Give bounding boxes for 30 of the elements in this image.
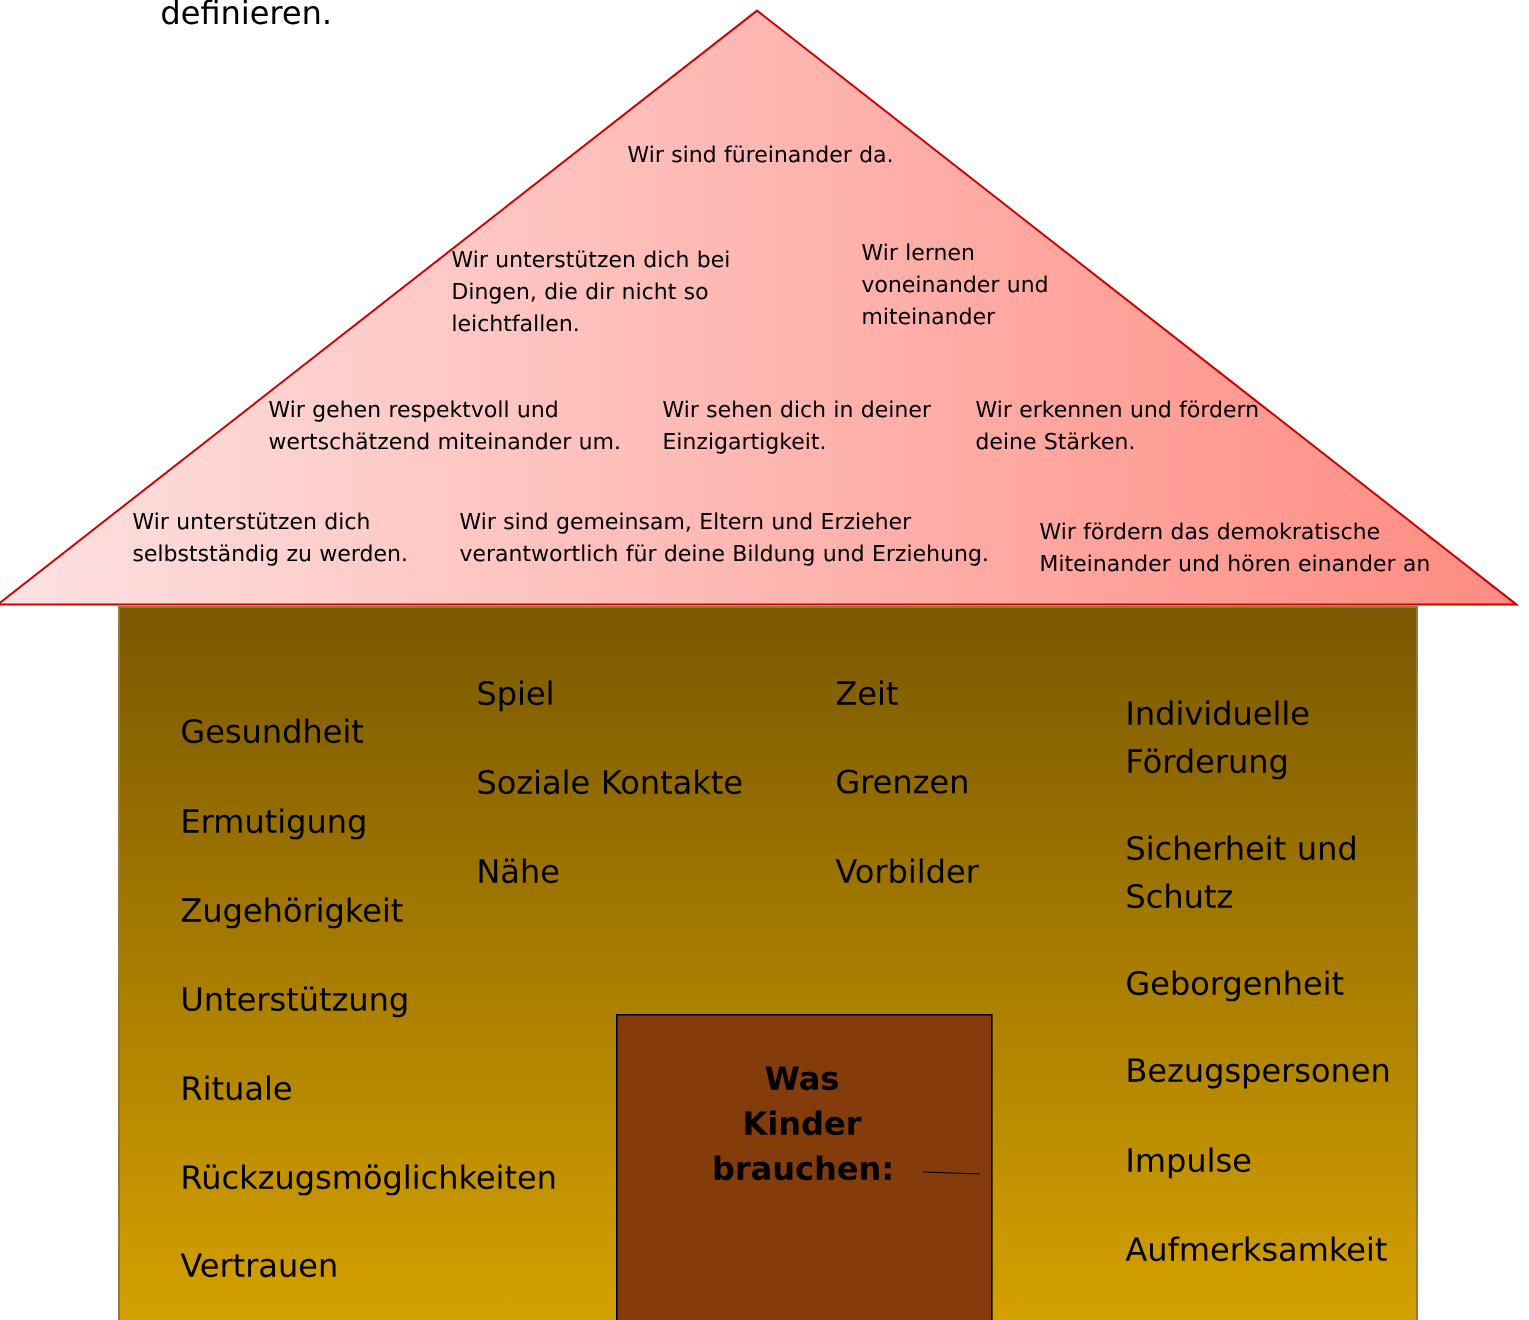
need-text: Gesundheit bbox=[182, 718, 364, 744]
need-text: Impulse bbox=[1128, 1147, 1251, 1179]
need-text: Individuelle Förderung bbox=[1128, 700, 1309, 780]
statement-text: Wir unterstützen dich selbstständig zu werden. bbox=[133, 512, 406, 566]
need-text: Ermutigung bbox=[183, 808, 365, 840]
need-text: Vertrauen bbox=[180, 1253, 336, 1278]
need-text: Soziale Kontakte bbox=[478, 769, 742, 795]
need-text: Nähe bbox=[479, 858, 559, 884]
need-text: Rituale bbox=[183, 1075, 291, 1101]
need-text: Bezugspersonen bbox=[1128, 1058, 1389, 1089]
statement-text: Wir fördern das demokratische Miteinander und hören einander an bbox=[1040, 522, 1429, 572]
need-text: Aufmerksamkeit bbox=[1125, 1236, 1387, 1262]
need-text: Rückzugsmöglichkeiten bbox=[183, 1164, 555, 1196]
statement-text: Wir sind gemeinsam, Eltern und Erzieher verantwortlich für deine Bildung und Erziehung. bbox=[460, 512, 987, 566]
need-text: Vorbilder bbox=[835, 858, 979, 884]
need-text: Sicherheit und Schutz bbox=[1127, 835, 1355, 909]
statement-text: Wir sind füreinander da. bbox=[628, 145, 892, 163]
need-text: Spiel bbox=[478, 680, 552, 712]
statement-text: Wir unterstützen dich bei Dingen, die dir nicht so leichtfallen. bbox=[452, 250, 729, 332]
statement-text: Wir lernen voneinander und miteinander bbox=[862, 243, 1047, 325]
statement-text: Wir gehen respektvoll und wertschätzend miteinander um. bbox=[269, 400, 619, 450]
need-text: Zeit bbox=[836, 680, 898, 706]
statement-text: Wir erkennen und fördern deine Stärken. bbox=[976, 400, 1258, 450]
need-text: Geborgenheit bbox=[1127, 970, 1344, 1002]
door-box: Was Kinder brauchen: bbox=[616, 1014, 993, 1320]
statement-text: Wir sehen dich in deiner Einzigartigkeit. bbox=[663, 400, 931, 454]
need-text: Unterstützung bbox=[183, 986, 407, 1018]
need-text: Zugehörigkeit bbox=[181, 897, 403, 929]
need-text: Grenzen bbox=[837, 769, 967, 794]
heading-fragment: definieren. bbox=[162, 0, 329, 25]
